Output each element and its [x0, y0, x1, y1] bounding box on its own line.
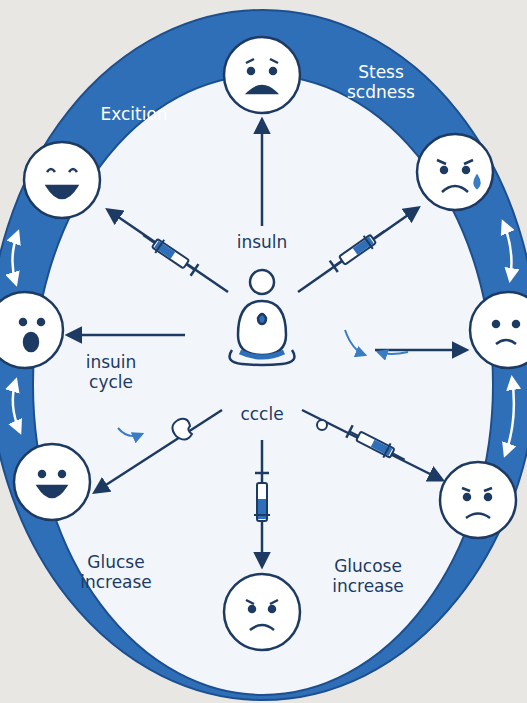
emotion-faces-part-part [250, 625, 274, 630]
emotion-faces-part-part [0, 292, 63, 368]
small-arrows-part [345, 330, 365, 355]
label-text: insuln [222, 232, 302, 252]
emotion-faces-part-part [440, 462, 516, 538]
emotion-faces-part-part [14, 444, 90, 520]
ring-arrows-part [12, 232, 18, 284]
emotion-faces-part-part [493, 321, 499, 327]
spoke-arrows-part [108, 210, 228, 292]
ring-arrows-part [13, 380, 20, 432]
emotion-faces-part-part [464, 494, 470, 500]
emotion-faces-part-part [470, 292, 527, 368]
emotion-faces-part [470, 292, 527, 368]
label-text: Glucose increase [318, 556, 418, 597]
label-text: Glucse increase [68, 552, 164, 593]
ring-band [0, 10, 527, 700]
ring-band-part [33, 75, 493, 695]
emotion-faces-part-part [246, 59, 278, 63]
spoke-arrows-part [68, 334, 185, 337]
person-icon-part [238, 301, 286, 355]
ring-arrows-part [505, 378, 514, 455]
emotion-faces-part-part [39, 471, 45, 477]
emotion-faces-part-part [441, 167, 447, 173]
emotion-faces-part [0, 292, 63, 368]
emotion-faces-part-part [475, 176, 480, 188]
emotion-faces-part-part [246, 600, 278, 604]
kidney-icons-part [172, 419, 192, 440]
ring-arrows-part [503, 222, 511, 280]
emotion-faces-part [440, 462, 516, 538]
ring-band-part [0, 10, 527, 700]
emotion-faces-part-part [248, 68, 254, 74]
emotion-faces-part-part [38, 319, 44, 325]
emotion-faces-part-part [485, 494, 491, 500]
small-arrows-part [118, 428, 142, 436]
person-icon [230, 270, 295, 365]
syringes-part [139, 229, 199, 277]
label-text: cccle [225, 404, 299, 424]
label-text: insuin cycle [72, 352, 150, 393]
person-icon-part [250, 270, 274, 294]
emotion-faces-part [224, 37, 300, 113]
emotion-faces-part-part [24, 333, 38, 351]
emotion-faces-part-part [442, 186, 468, 192]
emotion-faces-part-part [47, 186, 77, 198]
kidney-icons-part [317, 420, 327, 430]
emotion-faces [0, 37, 527, 650]
emotion-faces-part [24, 142, 100, 218]
spoke-arrows-part [375, 349, 466, 352]
emotion-faces-part-part [513, 321, 519, 327]
ring-arrows [12, 222, 513, 455]
emotion-faces-part-part [224, 37, 300, 113]
spoke-arrows-part [302, 410, 442, 480]
syringes-part [329, 224, 389, 273]
emotion-faces-part-part [59, 471, 65, 477]
emotion-faces-part-part [463, 167, 469, 173]
syringes-part [254, 473, 270, 535]
emotion-faces-part [224, 574, 300, 650]
emotion-faces-part-part [269, 606, 275, 612]
emotion-faces-part-part [466, 514, 490, 519]
emotion-faces-part [417, 134, 493, 210]
person-icon-part [240, 352, 284, 357]
emotion-faces-part-part [496, 340, 516, 344]
label-text: Stess scdness [340, 62, 422, 103]
emotion-faces-part-part [249, 606, 255, 612]
emotion-faces-part-part [47, 169, 77, 172]
emotion-faces-part-part [20, 319, 26, 325]
syringes [139, 224, 409, 535]
emotion-faces-part-part [248, 86, 276, 93]
person-icon-part [230, 350, 295, 365]
emotion-faces-part-part [224, 574, 300, 650]
emotion-faces-part-part [417, 134, 493, 210]
emotion-faces-part-part [38, 486, 66, 497]
emotion-faces-part-part [462, 488, 492, 491]
spoke-arrows-part [261, 120, 264, 226]
spoke-arrows-part [95, 410, 222, 492]
emotion-faces-part [14, 444, 90, 520]
spoke-arrows [68, 120, 466, 566]
small-arrows-part [378, 352, 408, 354]
person-icon-part [258, 314, 266, 324]
emotion-faces-part-part [24, 142, 100, 218]
emotion-faces-part-part [270, 68, 276, 74]
spoke-arrows-part [298, 208, 418, 292]
syringes-part [346, 424, 409, 466]
label-text: Excition [84, 104, 184, 124]
emotion-faces-part-part [437, 160, 473, 164]
